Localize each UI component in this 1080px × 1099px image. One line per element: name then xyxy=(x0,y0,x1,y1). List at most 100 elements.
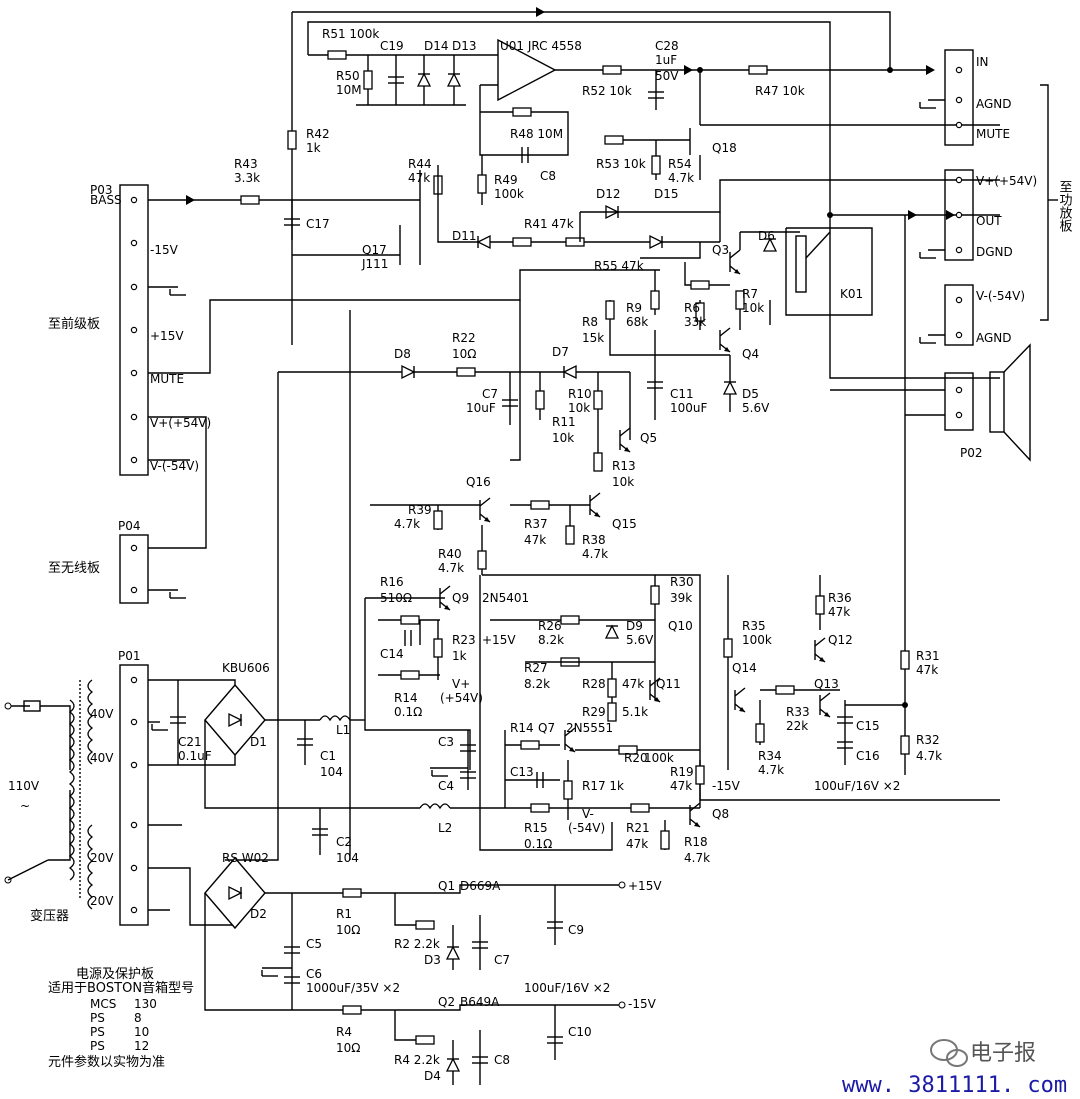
label-c2: C2 xyxy=(336,835,352,849)
label-c56v: 1000uF/35V ×2 xyxy=(306,981,400,995)
label-r11: R11 xyxy=(552,415,576,429)
protection-section xyxy=(292,165,1000,420)
label-c21v: 0.1uF xyxy=(178,749,212,763)
label-r22: R22 xyxy=(452,331,476,345)
label-c6: C6 xyxy=(306,967,322,981)
label-r19v: 47k xyxy=(670,779,692,793)
label-r35: R35 xyxy=(742,619,766,633)
transformer-caption: 变压器 xyxy=(30,908,69,924)
component-labels: R51 100k R50 10M C19 D14 D13 U01 JRC 455… xyxy=(178,27,942,1083)
label-vp: V+ xyxy=(452,677,470,691)
label-d13: D13 xyxy=(452,39,477,53)
label-d8: D8 xyxy=(394,347,411,361)
label-r40: R40 xyxy=(438,547,462,561)
label-p15: +15V xyxy=(482,633,516,647)
label-d3: D3 xyxy=(424,953,441,967)
label-m15: -15V xyxy=(712,779,741,793)
p03-pin-p15: +15V xyxy=(150,329,184,343)
label-r16v: 510Ω xyxy=(380,591,412,605)
branding: 电子报 www. 3811111. com xyxy=(842,1039,1067,1098)
bridge-d2 xyxy=(204,856,626,1085)
model-2-name: PS xyxy=(90,1025,105,1039)
label-r10: R10 xyxy=(568,387,592,401)
label-d2: D2 xyxy=(250,907,267,921)
label-r32: R32 xyxy=(916,733,940,747)
label-vmv: (-54V) xyxy=(568,821,605,835)
label-r40v: 4.7k xyxy=(438,561,464,575)
model-1-name: PS xyxy=(90,1011,105,1025)
label-r35v: 100k xyxy=(742,633,772,647)
label-r6: R6 xyxy=(684,301,700,315)
model-1-num: 8 xyxy=(134,1011,142,1025)
label-r48: R48 10M xyxy=(510,127,563,141)
p03-caption: 至前级板 xyxy=(48,316,100,332)
amp-pin-agnd2: AGND xyxy=(976,331,1012,345)
label-r31: R31 xyxy=(916,649,940,663)
label-c2v: 104 xyxy=(336,851,359,865)
label-r9: R9 xyxy=(626,301,642,315)
transformer-input: 110V xyxy=(8,779,40,793)
label-r4v: 10Ω xyxy=(336,1041,360,1055)
label-r41: R41 47k xyxy=(524,217,574,231)
p03-pin-bass: BASS xyxy=(90,193,122,207)
label-r50: R50 xyxy=(336,69,360,83)
label-q9t: 2N5401 xyxy=(482,591,529,605)
label-c9: C9 xyxy=(568,923,584,937)
label-r32v: 4.7k xyxy=(916,749,942,763)
label-r22v: 10Ω xyxy=(452,347,476,361)
connector-p02: P02 xyxy=(830,343,1031,462)
label-q3: Q3 xyxy=(712,243,729,257)
label-d9: D9 xyxy=(626,619,643,633)
label-d9v: 5.6V xyxy=(626,633,654,647)
label-d11: D11 xyxy=(452,229,477,243)
label-c1516v: 100uF/16V ×2 xyxy=(814,779,900,793)
label-r34v: 4.7k xyxy=(758,763,784,777)
amp-pin-agnd: AGND xyxy=(976,97,1012,111)
p03-pin-vm: V-(-54V) xyxy=(150,459,199,473)
label-d5: D5 xyxy=(742,387,759,401)
label-r23: R23 xyxy=(452,633,476,647)
label-r18v: 4.7k xyxy=(684,851,710,865)
label-r33v: 22k xyxy=(786,719,808,733)
label-c1: C1 xyxy=(320,749,336,763)
label-q10: Q10 xyxy=(668,619,693,633)
label-q1t: D669A xyxy=(460,879,501,893)
notes-title: 电源及保护板 xyxy=(76,967,154,982)
neg-current-limit xyxy=(479,575,705,851)
label-r30v: 39k xyxy=(670,591,692,605)
label-r53: R53 10k xyxy=(596,157,646,171)
label-q15: Q15 xyxy=(612,517,637,531)
label-u01: U01 JRC 4558 xyxy=(500,39,582,53)
label-r43v: 3.3k xyxy=(234,171,260,185)
label-k01: K01 xyxy=(840,287,863,301)
amp-pin-out: OUT xyxy=(976,214,1002,228)
label-r20v: 100k xyxy=(644,751,674,765)
label-c28v2: 50V xyxy=(655,69,679,83)
label-r37v: 47k xyxy=(524,533,546,547)
label-vpv: (+54V) xyxy=(440,691,483,705)
label-r1: R1 xyxy=(336,907,352,921)
label-r23v: 1k xyxy=(452,649,467,663)
brand-name: 电子报 xyxy=(970,1041,1036,1066)
label-c13: C13 xyxy=(510,765,534,779)
label-q8: Q8 xyxy=(712,807,729,821)
notes-block: 电源及保护板 适用于BOSTON音箱型号 MCS 130 PS 8 PS 10 … xyxy=(48,967,194,1070)
amp-pin-in: IN xyxy=(976,55,989,69)
brand-url: www. 3811111. com xyxy=(842,1073,1067,1098)
label-r34: R34 xyxy=(758,749,782,763)
label-r49: R49 xyxy=(494,173,518,187)
bridge-d1 xyxy=(204,683,505,855)
label-r49v: 100k xyxy=(494,187,524,201)
notes-footer: 元件参数以实物为准 xyxy=(48,1054,165,1070)
label-r8: R8 xyxy=(582,315,598,329)
label-q17v: J111 xyxy=(361,257,388,271)
wechat-icon xyxy=(930,1039,968,1067)
label-r15v: 0.1Ω xyxy=(524,837,552,851)
mute-detect-rail xyxy=(225,300,1000,861)
power-input: 110V ~ 变压器 xyxy=(4,679,94,924)
label-q16: Q16 xyxy=(466,475,491,489)
label-r29: R29 xyxy=(582,705,606,719)
label-c8b: C8 xyxy=(494,1053,510,1067)
label-r8v: 15k xyxy=(582,331,604,345)
label-r54v: 4.7k xyxy=(668,171,694,185)
